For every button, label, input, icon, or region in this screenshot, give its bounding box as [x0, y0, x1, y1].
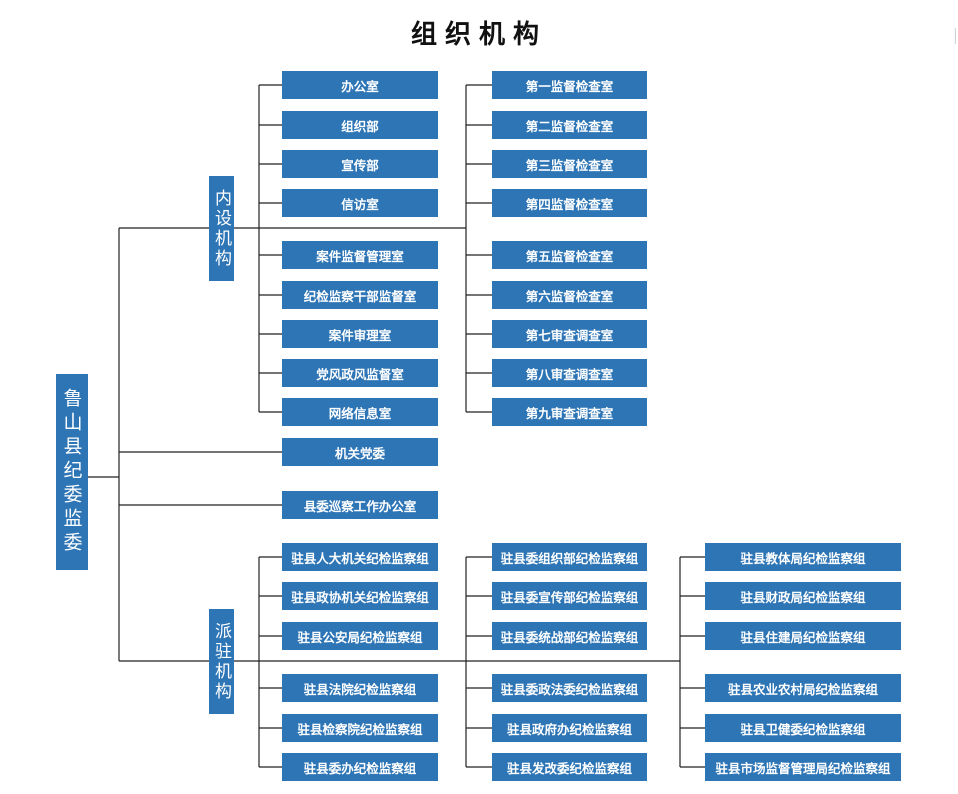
paizhu-col3-item: 驻县市场监督管理局纪检监察组	[705, 753, 901, 781]
neishe-left-item: 办公室	[282, 71, 438, 99]
paizhu-col3-item: 驻县卫健委纪检监察组	[705, 714, 901, 742]
neishe-node-label: 内设机构	[211, 188, 231, 269]
paizhu-col3-item: 驻县农业农村局纪检监察组	[705, 674, 901, 702]
neishe-right-item: 第八审查调查室	[492, 359, 647, 387]
neishe-right-item: 第六监督检查室	[492, 281, 647, 309]
neishe-right-item: 第三监督检查室	[492, 150, 647, 178]
neishe-left-item: 宣传部	[282, 150, 438, 178]
root-node: 鲁山县纪委监委	[56, 374, 88, 570]
neishe-left-item: 信访室	[282, 189, 438, 217]
paizhu-col1-item: 驻县委办纪检监察组	[282, 753, 438, 781]
neishe-left-item: 案件监督管理室	[282, 241, 438, 269]
paizhu-col1-item: 驻县公安局纪检监察组	[282, 622, 438, 650]
neishe-right-item: 第二监督检查室	[492, 111, 647, 139]
paizhu-col2-item: 驻县发改委纪检监察组	[492, 753, 647, 781]
paizhu-col2-item: 驻县委宣传部纪检监察组	[492, 582, 647, 610]
root-node-label: 鲁山县纪委监委	[60, 388, 83, 556]
paizhu-col2-item: 驻县委统战部纪检监察组	[492, 622, 647, 650]
paizhu-col2-item: 驻县委组织部纪检监察组	[492, 543, 647, 571]
paizhu-col1-item: 驻县法院纪检监察组	[282, 674, 438, 702]
paizhu-col3-item: 驻县财政局纪检监察组	[705, 582, 901, 610]
direct-item-jiguan-dangwei: 机关党委	[282, 438, 438, 466]
paizhu-col3-item: 驻县教体局纪检监察组	[705, 543, 901, 571]
paizhu-col1-item: 驻县政协机关纪检监察组	[282, 582, 438, 610]
paizhu-col1-item: 驻县人大机关纪检监察组	[282, 543, 438, 571]
neishe-right-item: 第四监督检查室	[492, 189, 647, 217]
page-title: 组织机构	[410, 20, 547, 50]
neishe-left-item: 组织部	[282, 111, 438, 139]
paizhu-col2-item: 驻县政府办纪检监察组	[492, 714, 647, 742]
paizhu-col1-item: 驻县检察院纪检监察组	[282, 714, 438, 742]
neishe-right-item: 第七审查调查室	[492, 320, 647, 348]
neishe-left-item: 纪检监察干部监督室	[282, 281, 438, 309]
neishe-right-item: 第五监督检查室	[492, 241, 647, 269]
paizhu-col3-item: 驻县住建局纪检监察组	[705, 622, 901, 650]
neishe-node: 内设机构	[209, 176, 234, 281]
direct-item-xunchaban: 县委巡察工作办公室	[282, 491, 438, 519]
neishe-right-item: 第九审查调查室	[492, 398, 647, 426]
neishe-left-item: 案件审理室	[282, 320, 438, 348]
edge-marker	[955, 28, 956, 44]
neishe-right-item: 第一监督检查室	[492, 71, 647, 99]
paizhu-node: 派驻机构	[209, 609, 234, 714]
neishe-left-item: 党风政风监督室	[282, 359, 438, 387]
paizhu-col2-item: 驻县委政法委纪检监察组	[492, 674, 647, 702]
paizhu-node-label: 派驻机构	[211, 621, 231, 702]
neishe-left-item: 网络信息室	[282, 398, 438, 426]
